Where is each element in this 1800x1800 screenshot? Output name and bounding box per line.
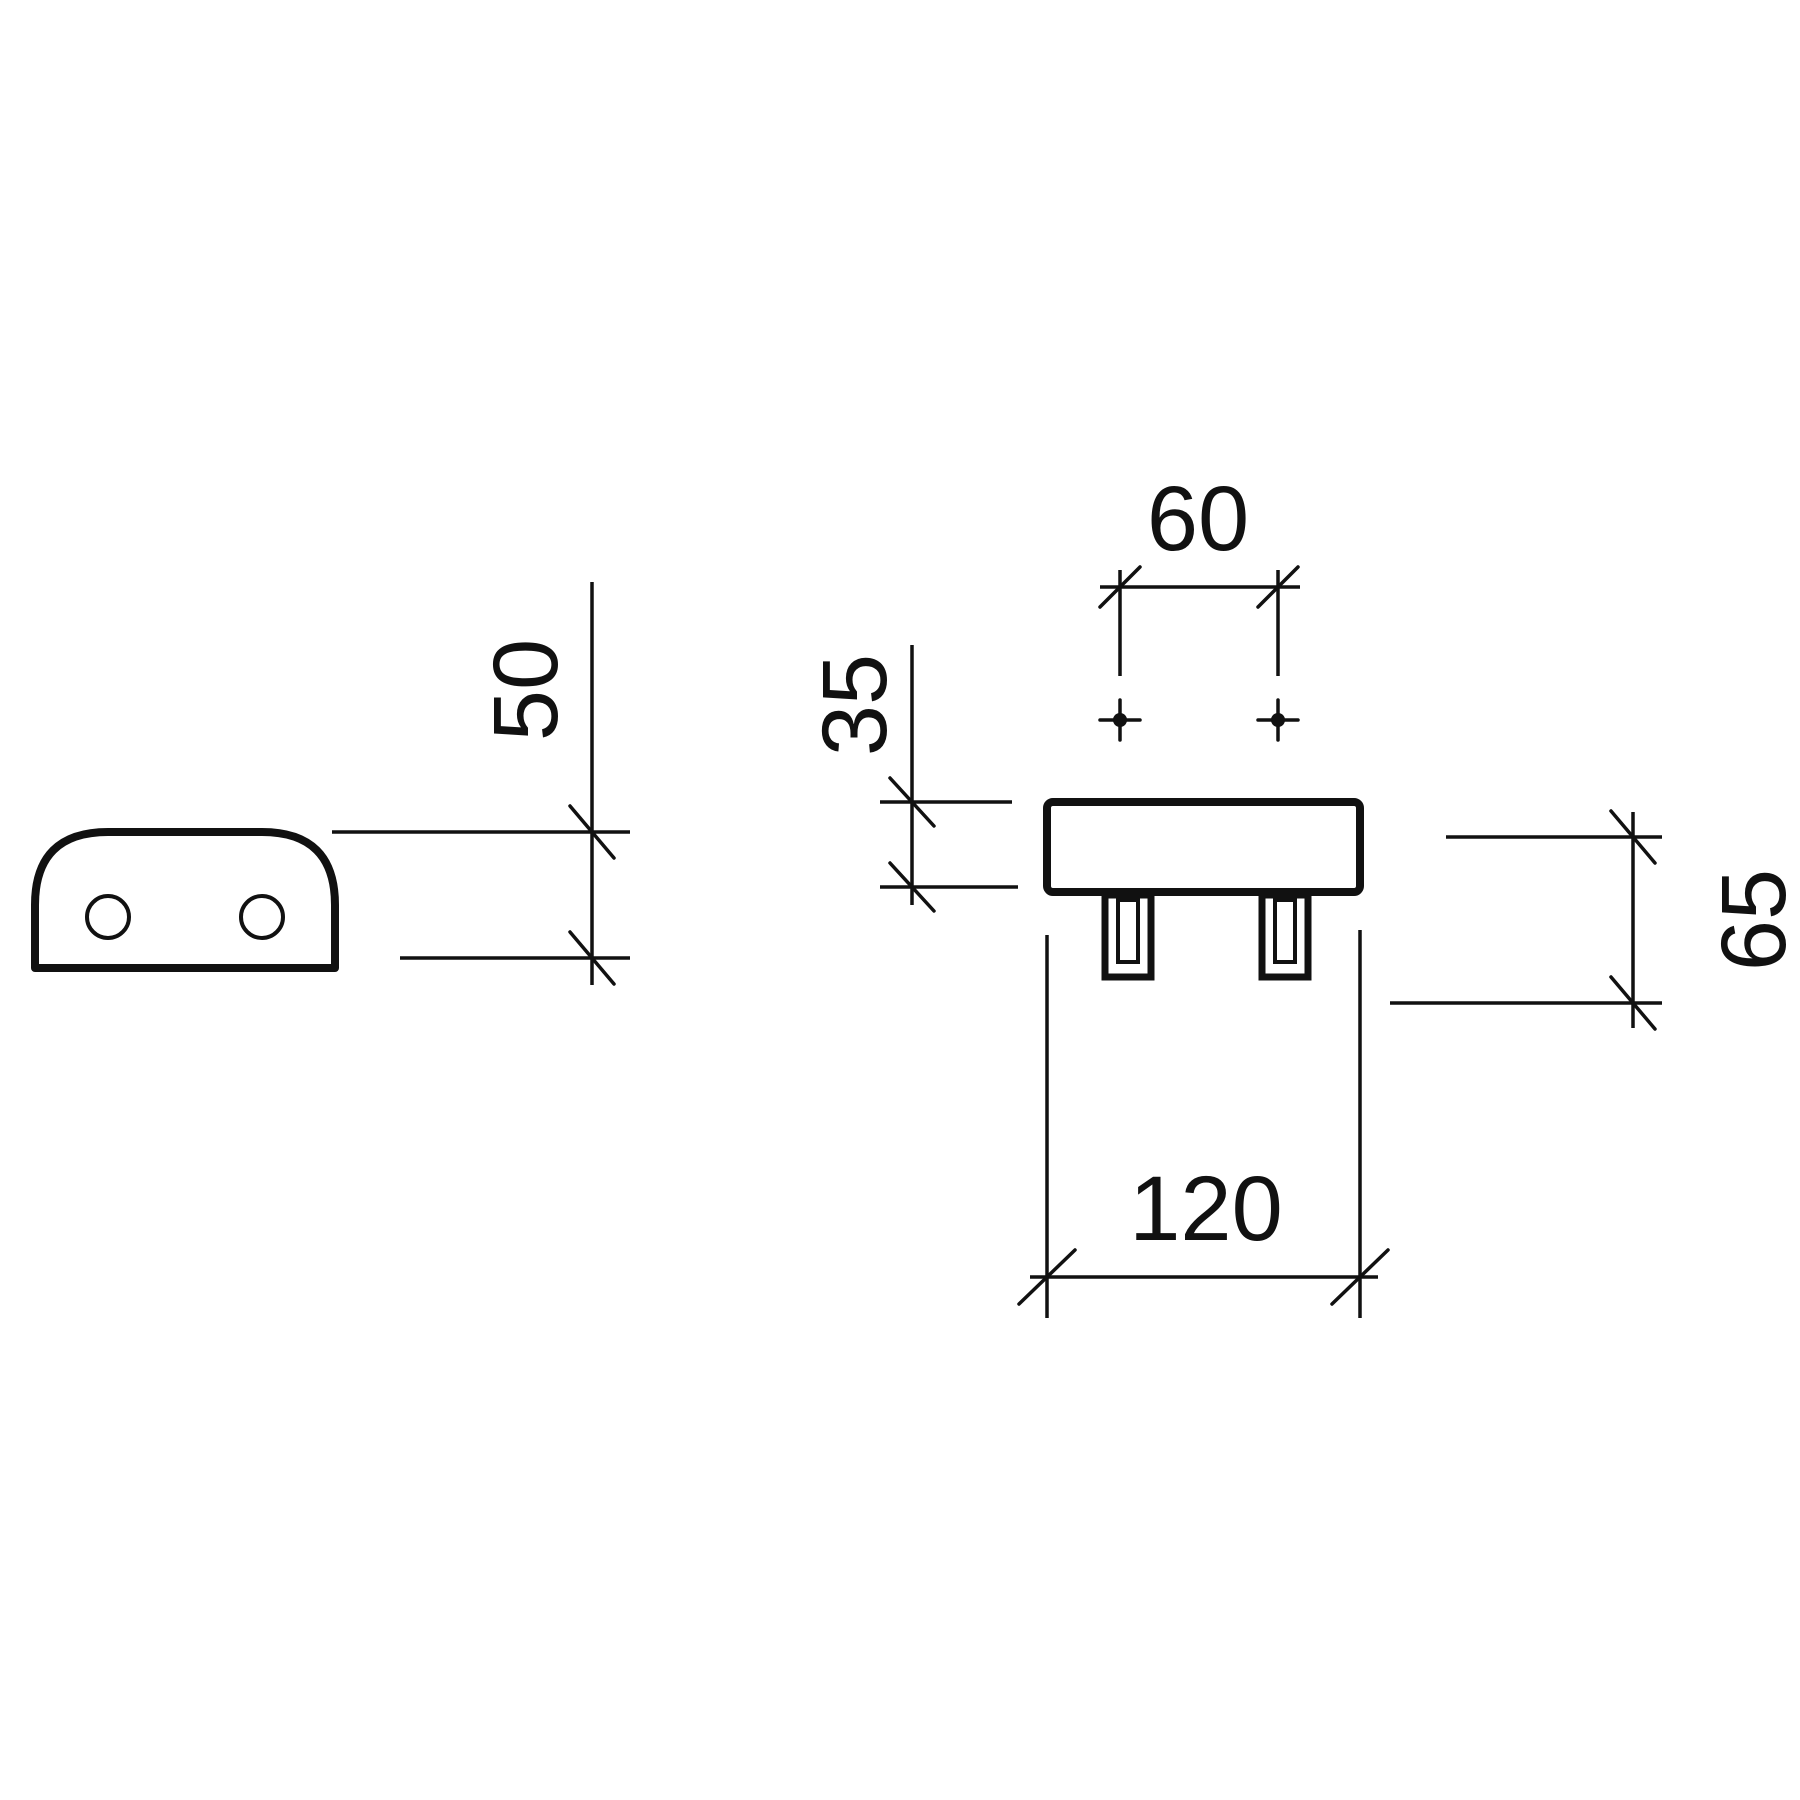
dimension-tick-bottom [1609,975,1657,1031]
dimension-label-120: 120 [1129,1158,1283,1260]
dimension-tick-top [888,776,936,828]
dimension-tick-bottom [888,861,936,913]
dimension-depth: 65 [1390,809,1800,1031]
side-view [31,828,339,972]
mounting-hole-right [239,894,285,940]
dimension-tick-left [1098,565,1142,609]
mounting-pin-left [1101,891,1155,981]
side-view-outline [31,828,339,972]
dimension-label-50: 50 [475,639,577,741]
dimension-hole-spacing: 60 [1098,468,1300,676]
hole-center-mark-right [1256,698,1300,742]
dimension-label-60: 60 [1147,468,1249,570]
dimension-tick-left [1017,1248,1077,1306]
front-view [1043,698,1364,981]
hole-center-mark-left [1098,698,1142,742]
dimension-tick-right [1256,565,1300,609]
dimension-tick-top [568,804,616,860]
dimension-width: 120 [1017,930,1390,1318]
dimension-height-side: 50 [332,582,630,986]
dimension-tick-right [1330,1248,1390,1306]
dimension-tick-bottom [568,930,616,986]
dimension-label-35: 35 [804,654,906,756]
dimension-tick-top [1609,809,1657,865]
mounting-hole-left [85,894,131,940]
dimension-thickness-front: 35 [804,645,1018,913]
front-view-body [1043,798,1364,896]
dimension-label-65: 65 [1703,869,1800,971]
mounting-pin-right [1258,891,1312,981]
